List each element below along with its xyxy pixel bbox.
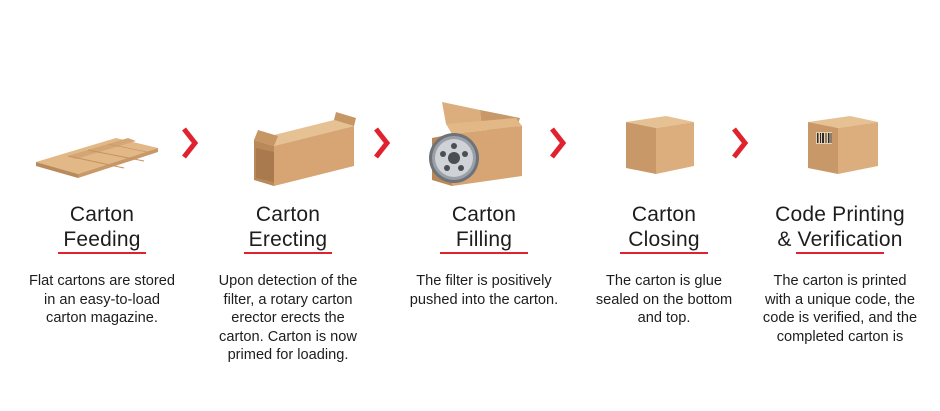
stage-title: Carton Feeding [63,203,141,251]
stage-title: Carton Closing [628,203,700,251]
flat-carton-icon [36,138,158,178]
chevron-right-icon [550,127,567,159]
closed-carton-icon [626,116,694,174]
chevron-right-icon [374,127,391,159]
title-underline [440,252,528,254]
stage-description: Upon detection of the filter, a rotary c… [218,273,358,363]
filled-carton-icon [429,102,522,186]
stage-carton-erecting: Carton Erecting Upon detection of the fi… [194,0,382,411]
stage-description: Flat cartons are stored in an easy-to-lo… [28,273,175,326]
title-underline [796,252,884,254]
erected-carton-icon [254,112,356,186]
stage-description: The filter is positively pushed into the… [409,273,559,308]
stage-description: The carton is glue sealed on the bottom … [595,273,733,326]
title-underline [58,252,146,254]
title-underline [620,252,708,254]
barcode-icon [816,132,832,144]
chevron-right-icon [732,127,749,159]
stage-carton-closing: Carton Closing The carton is glue sealed… [570,0,758,411]
coded-carton-icon [808,116,878,174]
stage-title: Code Printing & Verification [775,203,905,251]
stage-title: Carton Erecting [248,203,328,251]
stage-title: Carton Filling [451,203,517,251]
stage-code-printing-verification: Code Printing & Verification The carton … [746,0,934,411]
title-underline [244,252,332,254]
stage-description: The carton is printed with a unique code… [762,273,918,345]
stage-carton-filling: Carton Filling The filter is positively … [390,0,578,411]
chevron-right-icon [182,127,199,159]
stage-carton-feeding: Carton Feeding Flat cartons are stored i… [8,0,196,411]
